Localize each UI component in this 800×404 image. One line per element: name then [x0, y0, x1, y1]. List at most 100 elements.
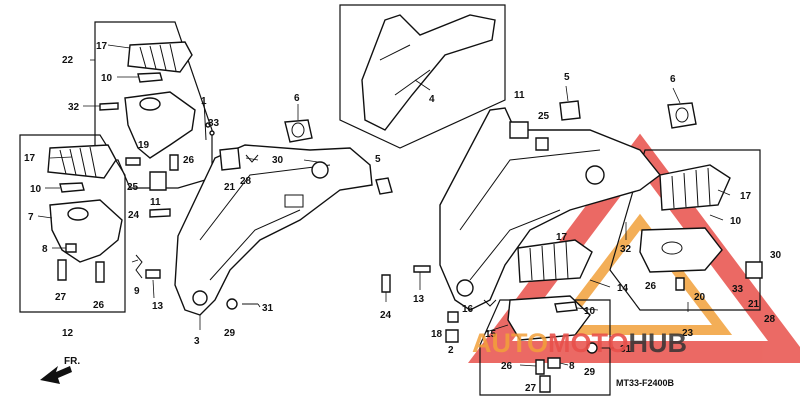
label-15: 15	[485, 329, 497, 340]
label-32b: 32	[620, 244, 632, 255]
pin-1	[203, 99, 207, 141]
label-17a: 17	[96, 41, 108, 52]
label-3: 3	[194, 336, 200, 347]
diagram-code: MT33-F2400B	[616, 378, 675, 388]
label-11b: 11	[514, 90, 525, 101]
label-21a: 21	[224, 182, 236, 193]
label-22: 22	[62, 55, 74, 66]
front-direction-arrow	[40, 366, 72, 384]
label-10c: 10	[730, 216, 742, 227]
collar-11b	[509, 121, 529, 139]
bolt-26d	[535, 359, 545, 375]
watermark-text: AUTOMOTOHUB	[472, 328, 687, 358]
label-4: 4	[429, 94, 435, 105]
label-13a: 13	[152, 301, 164, 312]
bolt-26c	[675, 277, 685, 291]
label-26a: 26	[183, 155, 195, 166]
footrest-rubber-center	[517, 239, 593, 283]
collar-5a	[375, 177, 393, 195]
bolt-27a	[57, 259, 67, 281]
label-6b: 6	[670, 74, 676, 85]
label-8: 8	[42, 244, 48, 255]
label-16: 16	[462, 304, 474, 315]
label-8b: 8	[569, 361, 575, 372]
label-19: 19	[138, 140, 150, 151]
collar-5b	[559, 100, 581, 121]
label-26d: 26	[501, 361, 513, 372]
label-27b: 27	[525, 383, 537, 394]
group-box-4	[339, 4, 506, 149]
washer-lower	[59, 182, 85, 193]
label-10a: 10	[101, 73, 113, 84]
bolt-26a	[169, 154, 179, 171]
label-27a: 27	[55, 292, 67, 303]
label-17c: 17	[740, 191, 752, 202]
bracket-21b	[745, 261, 763, 279]
bolt-25b	[535, 137, 549, 151]
label-29b: 29	[584, 367, 596, 378]
label-31b: 31	[620, 344, 632, 355]
footrest-peg-lower	[49, 199, 123, 263]
label-14: 14	[617, 283, 629, 294]
label-1: 1	[201, 96, 207, 107]
bolt-18	[447, 311, 459, 323]
label-18: 18	[431, 329, 443, 340]
spring-16	[483, 299, 497, 307]
collar-11a	[149, 171, 167, 191]
washer-10d	[554, 301, 578, 313]
bolt-24b	[381, 274, 391, 293]
label-26b: 26	[93, 300, 105, 311]
label-21b: 21	[748, 299, 760, 310]
watermark-word-hub: HUB	[629, 328, 688, 358]
step-bracket-right	[439, 107, 661, 311]
step-bracket-left	[174, 144, 373, 316]
label-29a: 29	[224, 328, 236, 339]
label-23: 23	[682, 328, 694, 339]
label-24a: 24	[128, 210, 140, 221]
label-25a: 25	[127, 182, 139, 193]
leader-lines	[37, 44, 731, 367]
label-12: 12	[62, 328, 74, 339]
group-box-15	[479, 299, 611, 396]
front-direction-label: FR.	[64, 356, 80, 367]
watermark-word-moto: MOTO	[548, 328, 629, 358]
bolt-32a	[99, 102, 119, 111]
part-labels: 17 22 10 32 1 33 19 26 25 11 17 10 7 8 2…	[24, 41, 782, 394]
bushing-6a	[284, 119, 313, 143]
label-10d: 10	[584, 306, 596, 317]
label-32a: 32	[68, 102, 80, 113]
bolt-13a	[145, 269, 161, 279]
label-28a: 28	[240, 176, 252, 187]
spring-9	[135, 254, 143, 279]
label-10b: 10	[30, 184, 42, 195]
footrest-rubber-right	[659, 164, 731, 211]
label-17b: 17	[24, 153, 36, 164]
bolt-24a	[149, 208, 171, 218]
label-31a: 31	[262, 303, 274, 314]
bracket-21a	[219, 147, 241, 171]
label-13b: 13	[413, 294, 425, 305]
label-24b: 24	[380, 310, 392, 321]
bushing-6b	[667, 102, 697, 129]
label-17d: 17	[556, 232, 568, 243]
label-30a: 30	[272, 155, 284, 166]
label-26c: 26	[645, 281, 657, 292]
group-box-12	[19, 134, 126, 313]
label-11a: 11	[150, 197, 161, 208]
bolt-13b	[413, 265, 431, 273]
washer-29b	[586, 342, 598, 354]
label-25b: 25	[538, 111, 550, 122]
label-33a: 33	[208, 118, 220, 129]
washer-upper	[137, 72, 163, 83]
washer-29a	[226, 298, 238, 310]
hanger-bracket-4	[361, 14, 496, 131]
watermark-word-auto: AUTO	[472, 328, 548, 358]
bolt-8b	[547, 357, 561, 369]
group-box-23	[609, 149, 761, 311]
footrest-rubber-lower	[47, 144, 117, 179]
label-33b: 33	[732, 284, 744, 295]
label-5b: 5	[564, 72, 570, 83]
label-9: 9	[134, 286, 140, 297]
label-28b: 28	[764, 314, 776, 325]
